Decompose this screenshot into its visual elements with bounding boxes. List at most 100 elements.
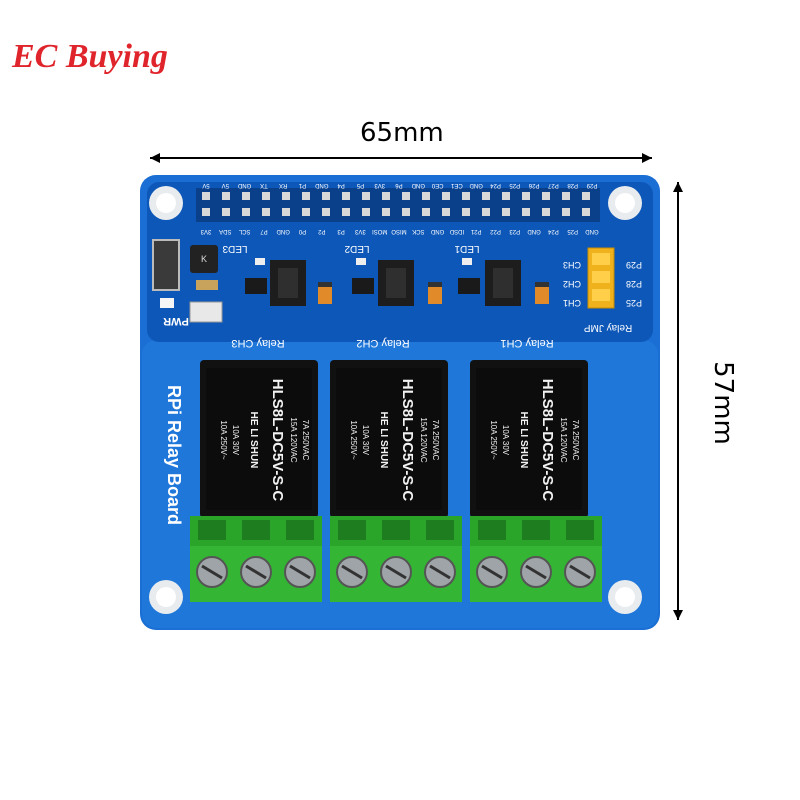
relay-marking: HE LI SHUN	[518, 412, 529, 469]
gpio-bottom-label: P3	[337, 228, 345, 234]
gpio-bottom-label: GND	[585, 228, 599, 234]
gpio-top-label: 5V	[202, 182, 209, 188]
relay-jumper-block: CH3 CH2 CH1 P29 P28 P25 Relay JMP	[563, 247, 642, 333]
relay-marking: 7A 250VAC	[431, 420, 440, 461]
jumper-ch2: CH2	[563, 279, 581, 289]
gpio-top-label: P25	[509, 182, 520, 188]
gpio-bottom-label: MOSI	[372, 228, 388, 234]
gpio-top-label: P5	[356, 182, 364, 188]
gpio-bottom-label: P2	[317, 228, 325, 234]
gpio-pin	[502, 192, 510, 200]
gpio-top-label: GND	[314, 182, 328, 188]
relay-marking: 10A 250V~	[219, 420, 228, 460]
relay-marking: 15A 120VAC	[559, 417, 568, 462]
gpio-pin	[582, 192, 590, 200]
gpio-pin	[302, 192, 310, 200]
gpio-bottom-label: P24	[547, 228, 558, 234]
gpio-pin	[422, 192, 430, 200]
gpio-bottom-label: P25	[567, 228, 578, 234]
gpio-pin	[202, 192, 210, 200]
gpio-pin	[542, 192, 550, 200]
brand-logo: EC Buying	[12, 38, 168, 75]
gpio-pin	[462, 192, 470, 200]
relay-marking: 10A 30V	[231, 425, 240, 456]
gpio-top-label: GND	[411, 182, 425, 188]
relay-marking: 10A 30V	[361, 425, 370, 456]
relay-marking: 10A 250V~	[349, 420, 358, 460]
gpio-top-label: P29	[586, 182, 597, 188]
gpio-bottom-label: GND	[430, 228, 444, 234]
board-title: RPi Relay Board	[164, 385, 184, 525]
gpio-top-label: P27	[547, 182, 558, 188]
gpio-bottom-label: GND	[527, 228, 541, 234]
relay-marking: HE LI SHUN	[248, 412, 259, 469]
gpio-pin	[382, 192, 390, 200]
gpio-pin	[202, 208, 210, 216]
width-dimension-label: 65mm	[360, 118, 444, 148]
gpio-pin	[362, 208, 370, 216]
terminal-block	[470, 516, 602, 602]
gpio-top-label: 5V	[222, 182, 229, 188]
gpio-pin	[562, 208, 570, 216]
gpio-top-label: P28	[567, 182, 578, 188]
gpio-bottom-label: 3V3	[200, 228, 211, 234]
relay-jmp-label: Relay JMP	[584, 322, 633, 333]
gpio-bottom-label: SCL	[238, 228, 250, 234]
svg-text:K: K	[201, 254, 207, 264]
relay-marking: HLS8L-DC5V-S-C	[539, 379, 556, 502]
led2-label: LED2	[344, 243, 369, 254]
gpio-bottom-label: GND	[276, 228, 290, 234]
terminal-block	[190, 516, 322, 602]
gpio-pin	[342, 192, 350, 200]
terminal-block	[330, 516, 462, 602]
gpio-bottom-label: P7	[260, 228, 268, 234]
gpio-pin	[442, 192, 450, 200]
jumper-p25: P25	[626, 298, 642, 308]
relay-marking: 15A 120VAC	[289, 417, 298, 462]
power-section: K PWR	[152, 239, 223, 327]
gpio-header	[196, 188, 600, 222]
gpio-pin	[302, 208, 310, 216]
gpio-pin	[522, 192, 530, 200]
gpio-pin	[402, 192, 410, 200]
gpio-top-label: 3V3	[374, 182, 385, 188]
jumper-ch1: CH1	[563, 298, 581, 308]
pwr-label: PWR	[163, 315, 189, 327]
gpio-bottom-label: P23	[509, 228, 520, 234]
gpio-top-label: GND	[469, 182, 483, 188]
gpio-bottom-label: 3V3	[354, 228, 365, 234]
relay-marking: 15A 120VAC	[419, 417, 428, 462]
gpio-pin	[362, 192, 370, 200]
gpio-pin	[282, 192, 290, 200]
gpio-pin	[482, 192, 490, 200]
gpio-bottom-label: P21	[470, 228, 481, 234]
gpio-pin	[542, 208, 550, 216]
driver-ch2: LED2	[344, 243, 442, 306]
gpio-pin	[382, 208, 390, 216]
jumper-ch3: CH3	[563, 260, 581, 270]
gpio-top-label: CE1	[450, 182, 462, 188]
relay-ch2-label: Relay CH2	[356, 337, 409, 349]
gpio-top-label: P4	[337, 182, 345, 188]
gpio-pin	[582, 208, 590, 216]
gpio-bottom-label: MISO	[391, 228, 407, 234]
gpio-bottom-label: SCK	[412, 228, 424, 234]
gpio-pin	[342, 208, 350, 216]
gpio-bottom-label: P22	[490, 228, 501, 234]
gpio-pin	[262, 192, 270, 200]
gpio-pin	[402, 208, 410, 216]
height-dimension-label: 57mm	[708, 361, 738, 445]
terminal-blocks	[190, 516, 602, 602]
relay-marking: 7A 250VAC	[301, 420, 310, 461]
gpio-pin	[242, 208, 250, 216]
gpio-top-label: P6	[395, 182, 403, 188]
gpio-pin	[442, 208, 450, 216]
gpio-top-label: TX	[260, 182, 268, 188]
gpio-pin	[422, 208, 430, 216]
gpio-bottom-label: P0	[298, 228, 306, 234]
relay-marking: 10A 250V~	[489, 420, 498, 460]
